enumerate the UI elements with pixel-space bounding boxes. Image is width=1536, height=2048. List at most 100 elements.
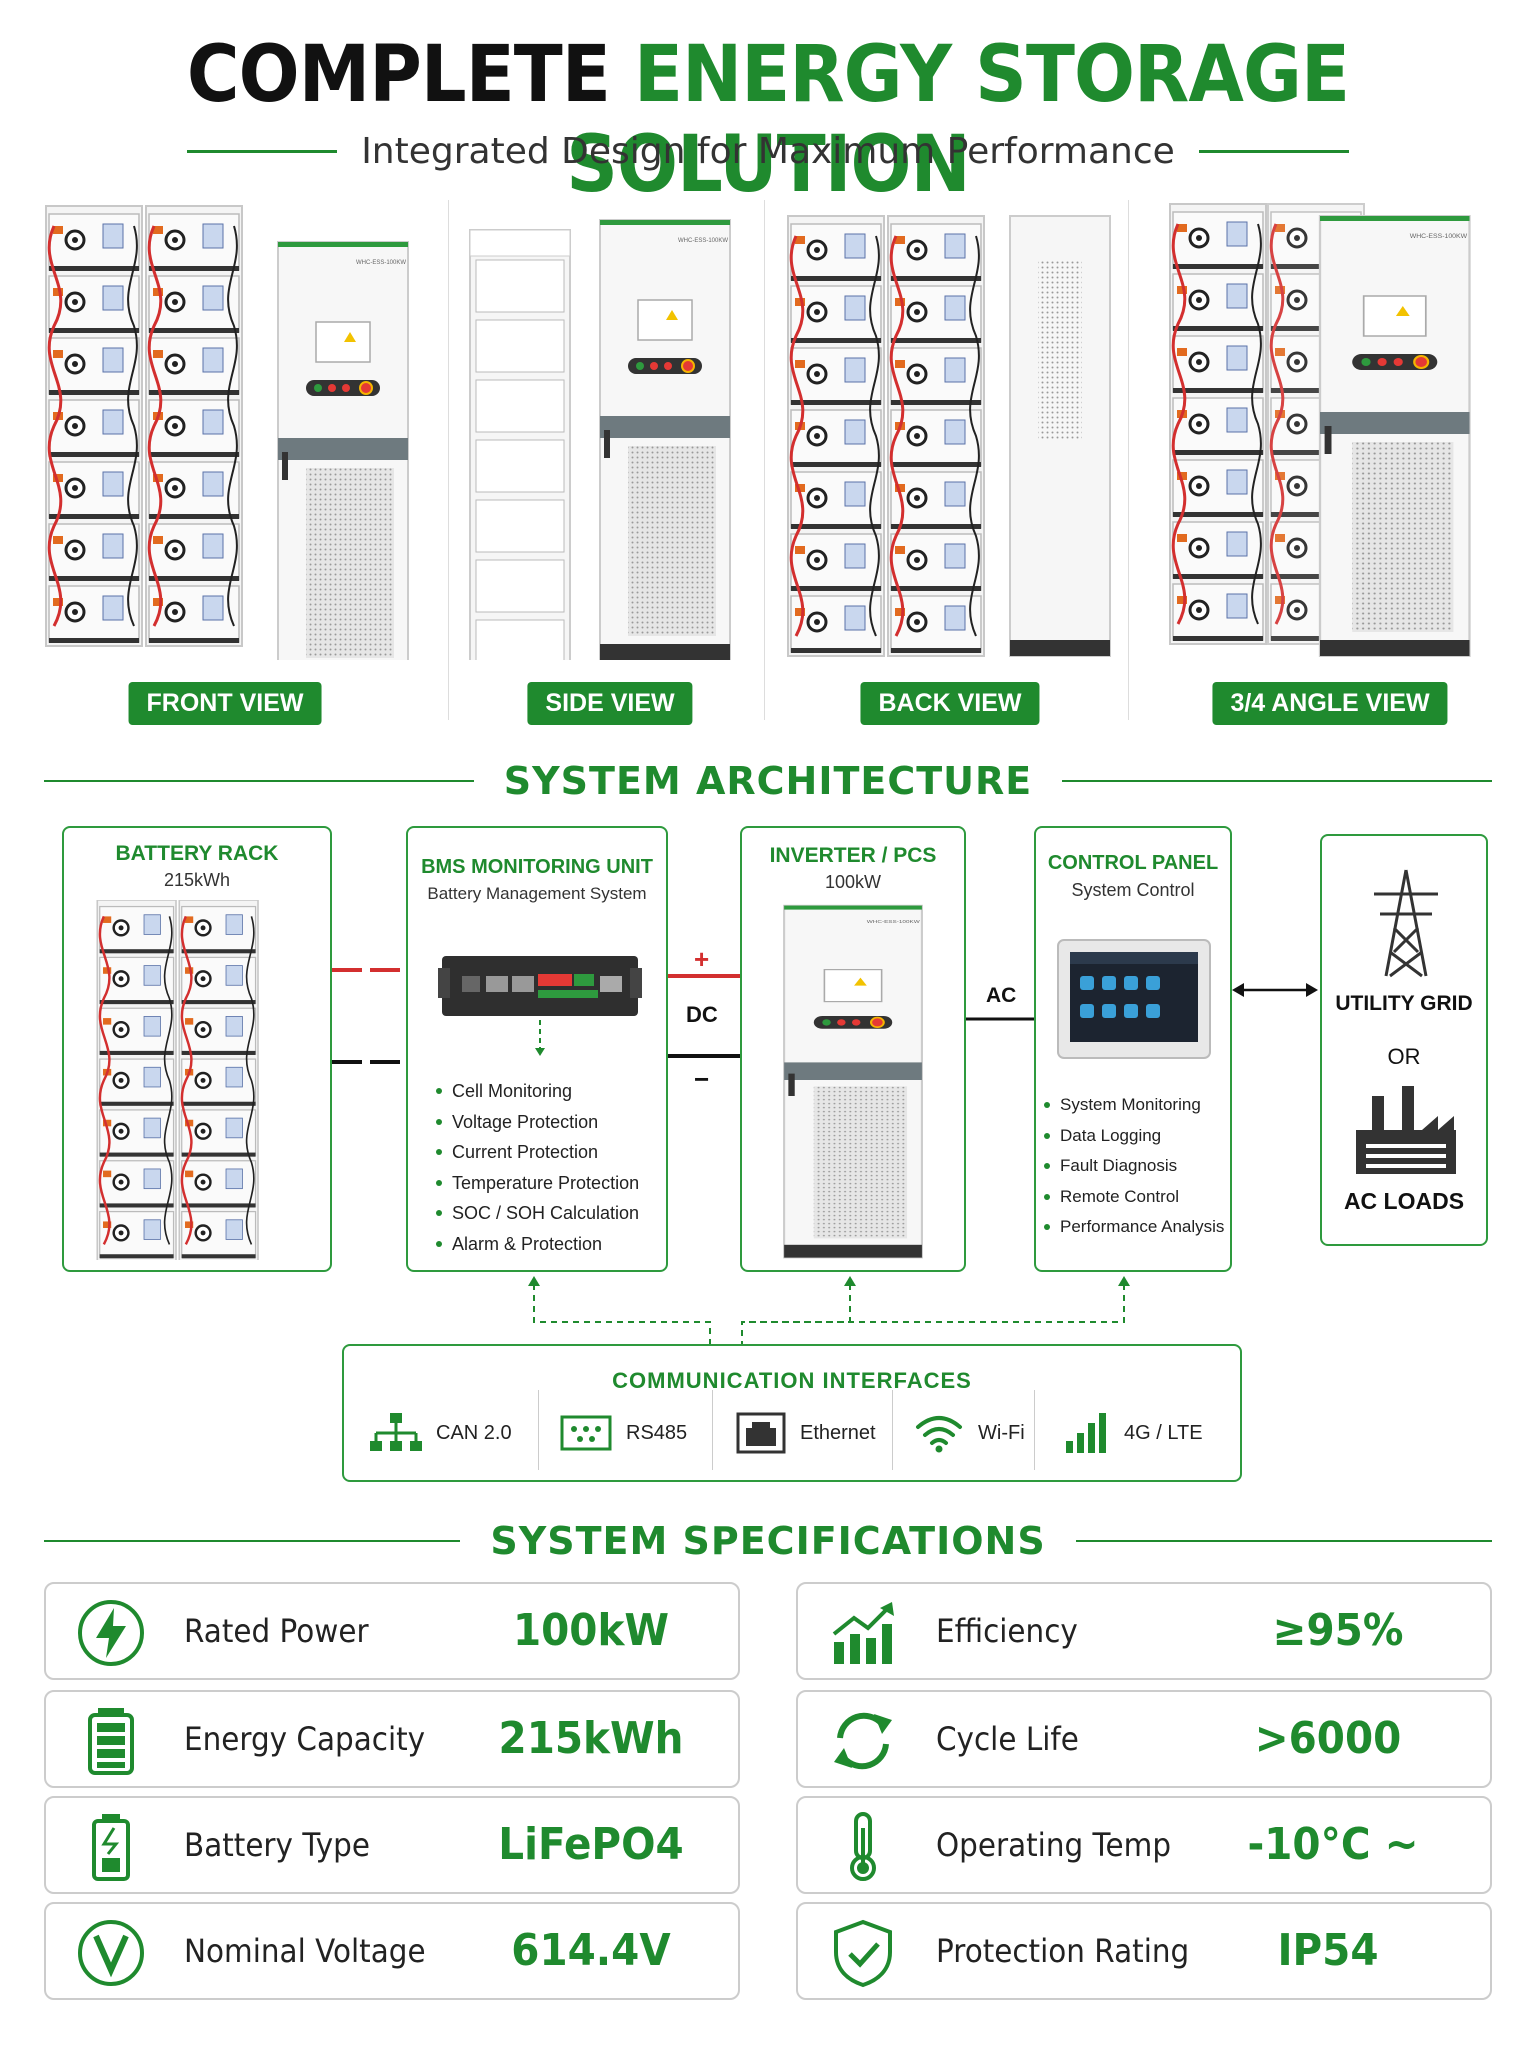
spec-card-nominal-voltage: Nominal Voltage 614.4V [44, 1902, 740, 2000]
control-panel-box: CONTROL PANEL System Control System Moni… [1034, 826, 1232, 1272]
back-vent [1038, 260, 1082, 440]
spec-card-protection-rating: Protection Rating IP54 [796, 1902, 1492, 2000]
or-label: OR [1387, 1044, 1421, 1069]
bms-feature: Current Protection [436, 1137, 639, 1168]
signal-bars-icon [1066, 1413, 1106, 1453]
control-feature: Remote Control [1044, 1182, 1224, 1213]
factory-icon [1356, 1086, 1456, 1174]
battery-icon [88, 1708, 134, 1775]
rack-bms-connection [332, 968, 406, 1064]
bms-device-illustration [438, 956, 642, 1056]
specs-heading: SYSTEM SPECIFICATIONS [0, 1516, 1536, 1566]
view-divider [1128, 200, 1129, 720]
spec-card-energy-capacity: Energy Capacity 215kWh [44, 1690, 740, 1788]
subtitle-row: Integrated Design for Maximum Performanc… [0, 126, 1536, 176]
bidirectional-arrow-icon [1232, 983, 1318, 997]
transmission-tower-icon [1374, 869, 1438, 978]
control-panel-subtitle: System Control [1071, 880, 1195, 900]
title-part-black: COMPLETE [186, 30, 611, 120]
inverter-cabinet-illustration [783, 904, 923, 1259]
dc-plus-sign: + [694, 944, 710, 974]
spec-card-efficiency: Efficiency ≥95% [796, 1582, 1492, 1680]
angle-view-panel: 3/4 ANGLE VIEW [1150, 200, 1510, 725]
spec-card-operating-temp: Operating Temp -10°C ~ 50°C [796, 1796, 1492, 1964]
inverter-title: INVERTER / PCS [769, 844, 937, 867]
bms-box: BMS MONITORING UNIT Battery Management S… [406, 826, 668, 1272]
control-feature: Performance Analysis [1044, 1212, 1224, 1243]
subtitle-line-left [187, 149, 338, 153]
shield-check-icon [834, 1919, 892, 1988]
architecture-heading: SYSTEM ARCHITECTURE [0, 756, 1536, 806]
comm-label: CAN 2.0 [436, 1421, 512, 1444]
spec-label: Efficiency [936, 1612, 1078, 1650]
spec-value: 614.4V [511, 1925, 671, 1976]
bms-subtitle: Battery Management System [427, 884, 647, 903]
comm-lte: 4G / LTE [1064, 1398, 1203, 1468]
battery-rack-box: BATTERY RACK 215kWh [62, 826, 332, 1272]
side-view-panel: SIDE VIEW [460, 200, 760, 725]
ac-label: AC [986, 984, 1017, 1007]
comm-label: Ethernet [800, 1421, 876, 1444]
spec-label: Cycle Life [936, 1720, 1079, 1758]
architecture-heading-text: SYSTEM ARCHITECTURE [503, 759, 1033, 803]
comm-wifi: Wi-Fi [914, 1398, 1025, 1468]
thermometer-icon [850, 1812, 876, 1881]
control-panel-title: CONTROL PANEL [1047, 852, 1219, 874]
grid-loads-box: UTILITY GRID OR AC LOADS [1320, 834, 1488, 1246]
control-feature: System Monitoring [1044, 1090, 1224, 1121]
dc-minus-sign: − [694, 1064, 710, 1094]
network-icon [370, 1413, 422, 1451]
spec-value: IP54 [1277, 1925, 1379, 1976]
comm-can: CAN 2.0 [370, 1398, 512, 1468]
inverter-rating: 100kW [824, 872, 882, 892]
wifi-icon [916, 1416, 962, 1453]
bms-feature: SOC / SOH Calculation [436, 1198, 639, 1229]
comm-label: Wi-Fi [978, 1421, 1025, 1444]
comm-ethernet: Ethernet [736, 1398, 876, 1468]
comm-dashed-links [528, 1276, 1130, 1344]
specs-heading-text: SYSTEM SPECIFICATIONS [490, 1519, 1046, 1563]
battery-rack-illustration [94, 900, 304, 1260]
spec-label: Rated Power [184, 1612, 369, 1650]
growth-chart-icon [832, 1602, 894, 1664]
voltage-icon [78, 1920, 144, 1986]
bms-feature: Alarm & Protection [436, 1229, 639, 1260]
touchscreen-illustration [1057, 939, 1211, 1059]
battery-cell-icon [92, 1814, 130, 1881]
communication-box: COMMUNICATION INTERFACES [342, 1344, 1242, 1482]
control-feature-list: System Monitoring Data Logging Fault Dia… [1044, 1090, 1224, 1243]
spec-label: Energy Capacity [184, 1720, 426, 1758]
comm-label: 4G / LTE [1124, 1421, 1203, 1444]
comm-label: RS485 [626, 1421, 688, 1444]
angle-view-label: 3/4 ANGLE VIEW [1212, 682, 1448, 725]
bms-feature: Voltage Protection [436, 1107, 639, 1138]
back-view-label: BACK VIEW [860, 682, 1040, 725]
spec-label: Battery Type [184, 1826, 370, 1864]
dc-connection [668, 974, 740, 1058]
dc-label: DC [686, 1002, 718, 1027]
angle-view-illustration [1150, 200, 1471, 658]
subtitle-line-right [1198, 149, 1349, 153]
spec-value: 215kWh [498, 1713, 684, 1764]
bms-feature-list: Cell Monitoring Voltage Protection Curre… [436, 1076, 639, 1259]
spec-card-cycle-life: Cycle Life >6000 cycles [796, 1690, 1492, 1858]
back-view-illustration [780, 200, 1111, 660]
page-title: COMPLETE ENERGY STORAGE SOLUTION [61, 30, 1474, 210]
view-divider [764, 200, 765, 720]
front-view-illustration [40, 200, 409, 683]
ethernet-port-icon [736, 1412, 786, 1454]
spec-value: 100kW [512, 1605, 670, 1656]
spec-label: Nominal Voltage [184, 1932, 426, 1970]
page-subtitle: Integrated Design for Maximum Performanc… [361, 130, 1175, 172]
ac-connection [966, 1017, 1034, 1021]
bms-title: BMS MONITORING UNIT [421, 856, 653, 878]
battery-rack-capacity: 215kWh [163, 870, 231, 890]
front-view-label: FRONT VIEW [128, 682, 322, 725]
spec-label: Operating Temp [936, 1826, 1172, 1864]
back-view-panel: BACK VIEW [780, 200, 1120, 725]
battery-rack-title: BATTERY RACK [115, 842, 279, 865]
spec-card-rated-power: Rated Power 100kW [44, 1582, 740, 1680]
bms-feature: Cell Monitoring [436, 1076, 639, 1107]
view-divider [448, 200, 449, 720]
control-feature: Data Logging [1044, 1121, 1224, 1152]
